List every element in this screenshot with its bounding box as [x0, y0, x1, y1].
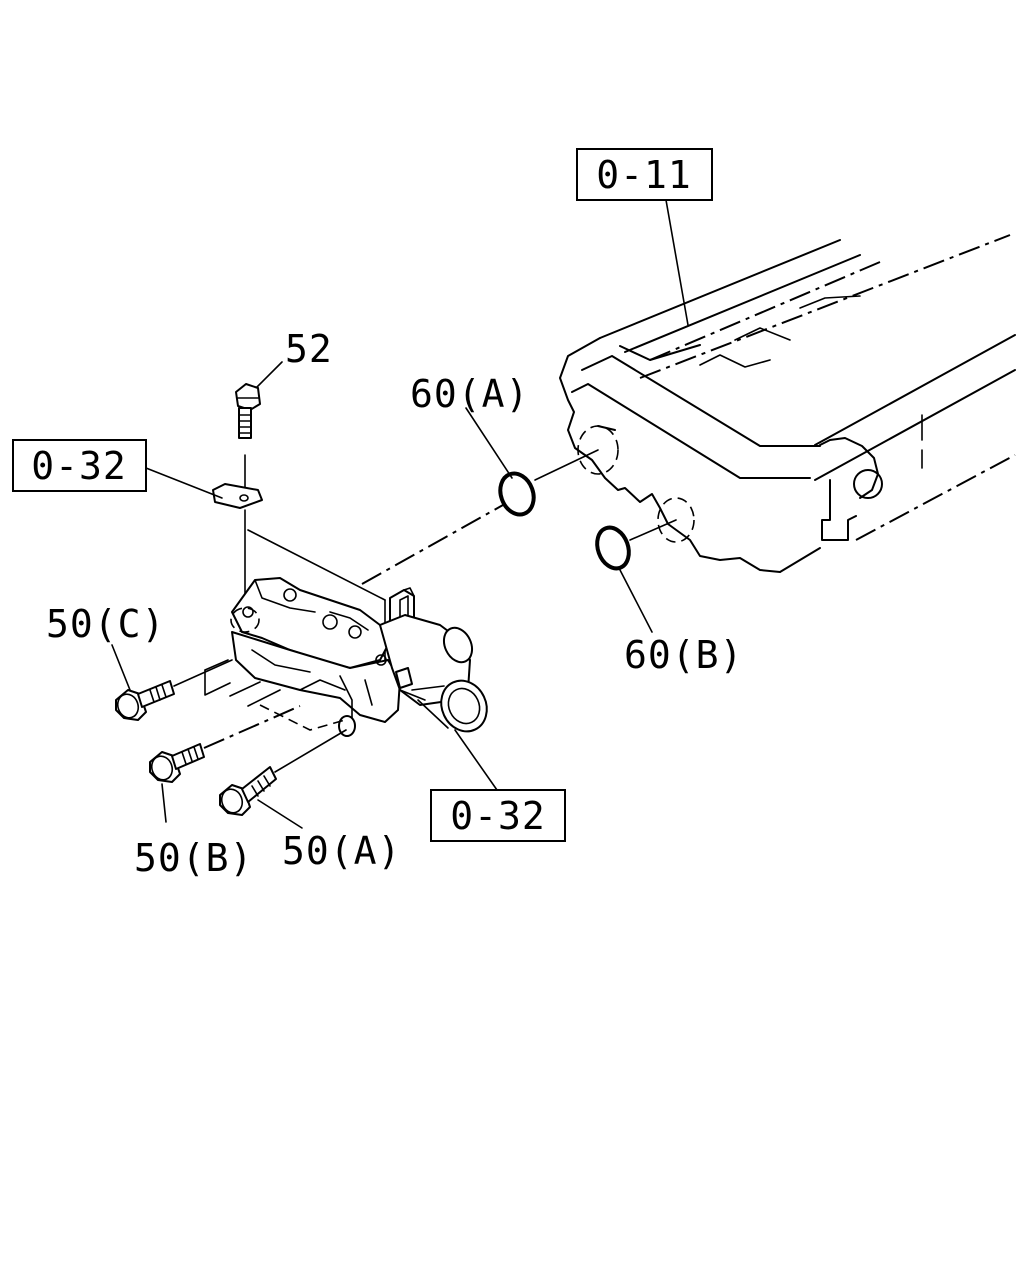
- alignment-line-60a: [534, 449, 599, 481]
- bolt-50b[interactable]: [148, 743, 205, 783]
- part-label-60b: 60(B): [624, 633, 743, 677]
- leader-0-32-left: [145, 467, 223, 499]
- leader-60a: [465, 407, 513, 479]
- part-label-50b: 50(B): [134, 836, 253, 880]
- leader-50b: [161, 783, 167, 823]
- reference-label-0-11: 0-11: [596, 153, 692, 197]
- leader-50a: [257, 799, 303, 829]
- bolt-50a[interactable]: [218, 766, 277, 816]
- leader-0-32-bottom: [454, 729, 498, 791]
- leader-50c: [111, 644, 131, 691]
- part-label-50a: 50(A): [282, 829, 401, 873]
- reference-label-0-32-left: 0-32: [31, 444, 127, 488]
- leader-52: [256, 361, 283, 388]
- part-label-52: 52: [285, 327, 333, 371]
- alignment-line-60b: [629, 519, 677, 541]
- leader-60b: [619, 569, 653, 633]
- bracket-small: [212, 483, 263, 509]
- bolt-50c[interactable]: [114, 680, 175, 721]
- engine-block: [559, 199, 1016, 573]
- alignment-line-60a-housing: [361, 504, 504, 585]
- thermostat-housing: [204, 509, 488, 737]
- part-label-60a: 60(A): [410, 372, 529, 416]
- o-ring-60a[interactable]: [495, 469, 539, 519]
- bolt-50a-axis: [274, 729, 347, 773]
- part-label-50c: 50(C): [46, 602, 165, 646]
- reference-box-0-11[interactable]: 0-11: [576, 148, 713, 201]
- reference-box-0-32-left[interactable]: 0-32: [12, 439, 147, 492]
- reference-label-0-32-bottom: 0-32: [450, 794, 546, 838]
- o-ring-60b[interactable]: [592, 523, 635, 573]
- bolt-52[interactable]: [235, 383, 261, 439]
- bolt-50c-axis: [173, 659, 233, 687]
- bolt-50b-axis: [203, 705, 301, 749]
- reference-box-0-32-bottom[interactable]: 0-32: [430, 789, 566, 842]
